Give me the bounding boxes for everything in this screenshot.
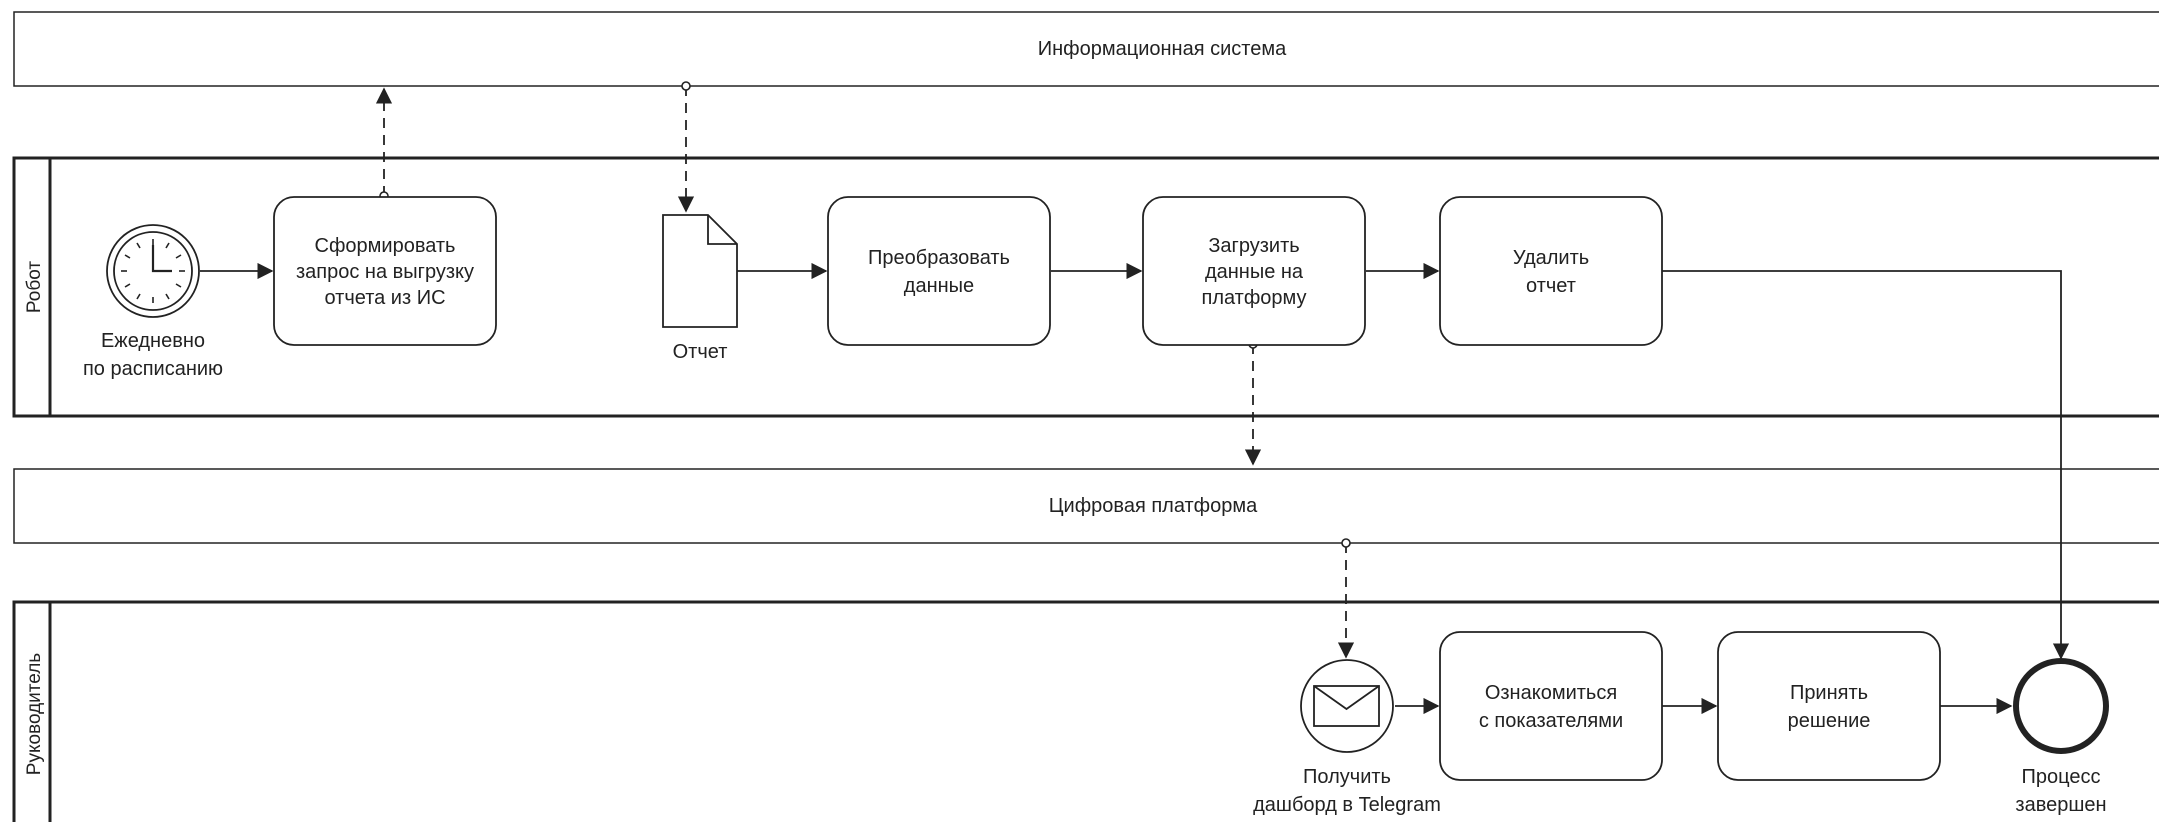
timer-label-line2: по расписанию	[83, 358, 223, 380]
lane-manager-label: Руководитель	[24, 653, 45, 776]
flow-delete-to-end	[1662, 270, 2070, 660]
task-request-line3: отчета из ИС	[324, 287, 445, 309]
clock-icon	[121, 239, 185, 303]
document-data-object[interactable]: Отчет	[662, 214, 738, 363]
sequence-flows	[200, 262, 2070, 715]
end-label-line1: Процесс	[2022, 766, 2101, 788]
task-review-line2: с показателями	[1479, 710, 1623, 732]
pool-digital-platform[interactable]: Цифровая платформа	[13, 468, 2159, 544]
task-review-line1: Ознакомиться	[1485, 682, 1617, 704]
end-event[interactable]: Процесс завершен	[2013, 658, 2109, 816]
pool-information-system-label: Информационная система	[1038, 38, 1287, 60]
task-delete-line2: отчет	[1526, 275, 1576, 297]
task-upload-line1: Загрузить	[1208, 235, 1299, 257]
task-request-line2: запрос на выгрузку	[296, 261, 474, 283]
task-decide-line1: Принять	[1790, 682, 1868, 704]
task-delete-report[interactable]: Удалить отчет	[1439, 196, 1663, 346]
timer-start-event[interactable]: Ежедневно по расписанию	[83, 224, 223, 380]
lane-robot-label: Робот	[24, 261, 45, 313]
message-label-line2: дашборд в Telegram	[1253, 794, 1441, 816]
envelope-icon	[1313, 685, 1380, 727]
message-label-line1: Получить	[1303, 766, 1391, 788]
document-label: Отчет	[673, 341, 728, 363]
task-upload-line2: данные на	[1205, 261, 1304, 283]
end-label-line2: завершен	[2015, 794, 2106, 816]
document-icon	[662, 214, 738, 328]
task-transform-line1: Преобразовать	[868, 247, 1010, 269]
task-delete-line1: Удалить	[1513, 247, 1589, 269]
message-flows	[375, 86, 1355, 659]
pool-information-system[interactable]: Информационная система	[13, 11, 2159, 87]
task-request-line1: Сформировать	[315, 235, 456, 257]
task-make-decision[interactable]: Принять решение	[1717, 631, 1941, 781]
task-decide-line2: решение	[1788, 710, 1871, 732]
task-review-metrics[interactable]: Ознакомиться с показателями	[1439, 631, 1663, 781]
task-transform-line2: данные	[904, 275, 974, 297]
task-upload-line3: платформу	[1201, 287, 1306, 309]
task-transform-data[interactable]: Преобразовать данные	[827, 196, 1051, 346]
task-upload-data[interactable]: Загрузить данные на платформу	[1142, 196, 1366, 346]
task-request-report[interactable]: Сформировать запрос на выгрузку отчета и…	[273, 196, 497, 346]
timer-label-line1: Ежедневно	[101, 330, 205, 352]
message-start-event[interactable]: Получить дашборд в Telegram	[1253, 659, 1441, 816]
pool-digital-platform-label: Цифровая платформа	[1049, 495, 1258, 517]
